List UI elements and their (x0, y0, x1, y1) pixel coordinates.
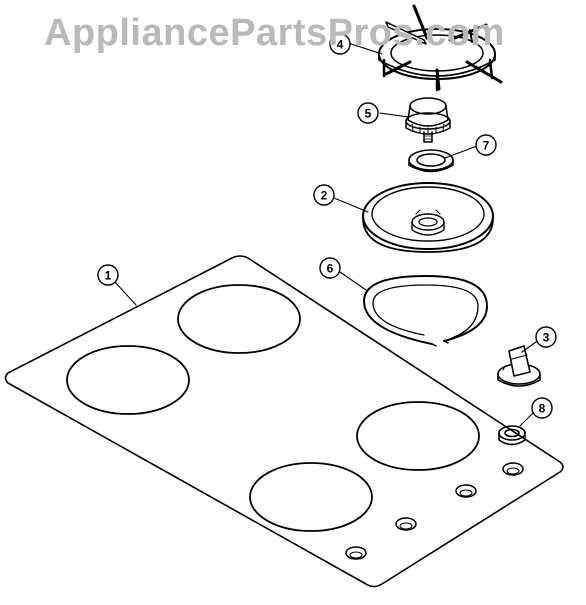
leader-line-5 (379, 112, 410, 118)
burner-ring (408, 149, 454, 173)
callout-1: 1 (97, 264, 119, 286)
cooktop-top (4, 255, 564, 588)
callout-label: 2 (321, 189, 328, 203)
leader-line-8 (519, 410, 536, 427)
knob-hole (502, 462, 524, 476)
callout-5: 5 (357, 102, 379, 124)
callout-2: 2 (313, 184, 335, 206)
leader-line-2 (333, 197, 369, 213)
drip-bowl (362, 182, 494, 253)
burner-cap (405, 97, 451, 143)
callout-label: 5 (365, 107, 372, 121)
callout-label: 7 (483, 139, 490, 153)
callout-label: 1 (105, 269, 112, 283)
callout-4: 4 (329, 33, 351, 55)
callout-label: 4 (337, 38, 344, 52)
burner-opening-rear-right (356, 401, 480, 471)
knob-hole (455, 484, 477, 498)
callout-8: 8 (531, 397, 553, 419)
leader-line-1 (114, 281, 137, 306)
control-knob (497, 345, 541, 387)
leader-line-7 (444, 145, 478, 159)
burner-grate (378, 4, 503, 92)
callout-3: 3 (535, 326, 557, 348)
knob-hole (345, 546, 367, 560)
burner-opening-front-right (249, 462, 373, 532)
leader-line-3 (521, 341, 537, 353)
burner-opening-front-left (66, 345, 190, 415)
callout-7: 7 (475, 134, 497, 156)
callout-label: 3 (543, 331, 550, 345)
leader-lines (114, 42, 537, 427)
callout-label: 8 (539, 402, 546, 416)
callout-label: 6 (327, 262, 334, 276)
callout-6: 6 (319, 257, 341, 279)
burner-opening-rear-left (177, 284, 301, 354)
knob-hole (395, 517, 417, 531)
leader-line-6 (339, 271, 367, 291)
leader-line-4 (347, 42, 383, 55)
knob-bezel (498, 425, 526, 446)
trim-ring (363, 275, 488, 347)
